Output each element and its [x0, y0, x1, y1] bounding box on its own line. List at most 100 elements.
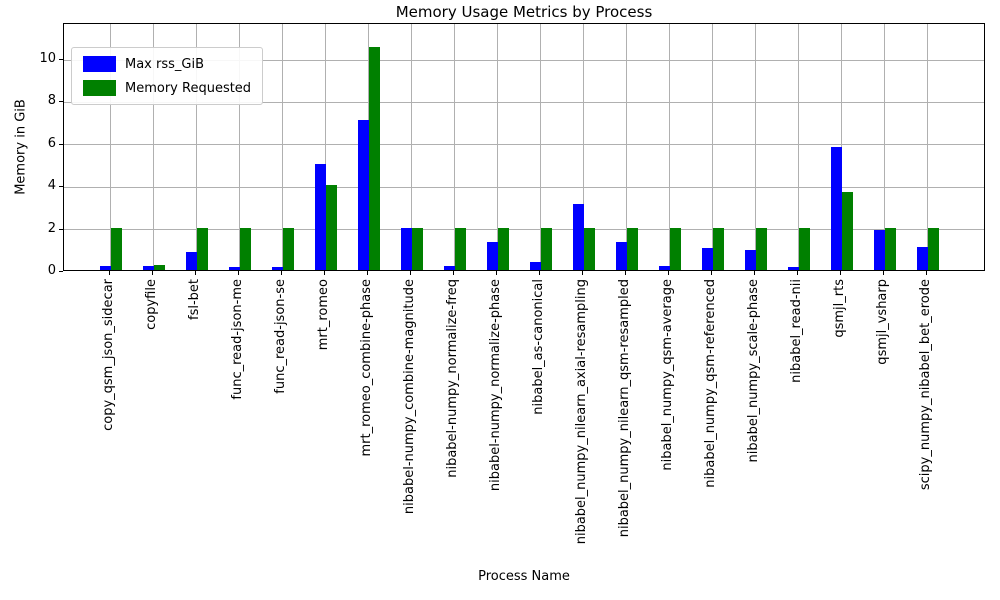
x-tick-mark: [195, 271, 196, 275]
bar-max-rss-gib: [658, 265, 670, 270]
x-tick-label-text: func_read-json-me: [230, 279, 246, 400]
bar-memory-requested: [712, 227, 724, 270]
x-tick-label: mrt_romeo_combine-phase: [359, 279, 377, 594]
x-gridline: [411, 24, 412, 270]
x-gridline: [497, 24, 498, 270]
x-tick-mark: [281, 271, 282, 275]
y-tick-label: 8: [47, 93, 56, 109]
x-tick-label-text: fsl-bet: [187, 279, 203, 320]
x-tick-label: nibabel-numpy_combine-magnitude: [402, 279, 420, 594]
bar-max-rss-gib: [142, 265, 154, 270]
y-tick-mark: [59, 271, 63, 272]
x-tick-mark: [367, 271, 368, 275]
bar-max-rss-gib: [185, 251, 197, 270]
x-tick-label: qsmjl_vsharp: [875, 279, 893, 594]
x-tick-label: fsl-bet: [187, 279, 205, 594]
bar-memory-requested: [153, 264, 165, 270]
x-tick-label: nibabel_read-nii: [789, 279, 807, 594]
bar-memory-requested: [884, 227, 896, 270]
legend-item: Memory Requested: [83, 80, 251, 96]
x-tick-mark: [496, 271, 497, 275]
bar-memory-requested: [325, 185, 337, 270]
y-tick-label: 2: [47, 220, 56, 236]
x-tick-label: nibabel-numpy_normalize-freq: [445, 279, 463, 594]
y-tick-mark: [59, 59, 63, 61]
x-tick-mark: [152, 271, 153, 275]
x-tick-label: nibabel-numpy_normalize-phase: [488, 279, 506, 594]
y-tick-mark: [59, 143, 63, 145]
y-tick-label: 4: [47, 178, 56, 194]
legend-swatch: [83, 56, 116, 72]
x-tick-mark: [797, 271, 798, 275]
x-tick-mark: [410, 271, 411, 275]
x-gridline: [884, 24, 885, 270]
chart-title: Memory Usage Metrics by Process: [395, 3, 653, 21]
bar-max-rss-gib: [443, 265, 455, 270]
y-gridline: [64, 101, 984, 103]
x-tick-label: func_read-json-me: [230, 279, 248, 594]
x-tick-label-text: scipy_numpy_nibabel_bet_erode: [918, 279, 934, 491]
x-tick-mark: [883, 271, 884, 275]
x-axis-label: Process Name: [478, 569, 570, 584]
y-tick-label: 0: [47, 263, 56, 278]
bar-memory-requested: [411, 227, 423, 270]
x-tick-label: scipy_numpy_nibabel_bet_erode: [918, 279, 936, 594]
y-tick-mark: [59, 186, 63, 188]
x-gridline: [841, 24, 842, 270]
x-tick-label-text: nibabel_numpy_qsm-average: [660, 279, 676, 471]
x-tick-label: mrt_romeo: [316, 279, 334, 594]
y-tick-mark: [59, 101, 63, 103]
bar-max-rss-gib: [701, 247, 713, 270]
bar-max-rss-gib: [615, 242, 627, 270]
x-gridline: [239, 24, 240, 270]
x-tick-label: nibabel_numpy_qsm-average: [660, 279, 678, 594]
x-tick-label-text: nibabel-numpy_normalize-freq: [445, 279, 461, 478]
y-tick-label: 6: [47, 135, 56, 151]
x-tick-label: nibabel_numpy_nilearn_axial-resampling: [574, 279, 592, 594]
plot-area: Max rss_GiB Memory Requested: [63, 23, 985, 271]
bar-max-rss-gib: [787, 266, 799, 270]
y-gridline: [64, 186, 984, 188]
x-tick-mark: [324, 271, 325, 275]
bar-memory-requested: [368, 47, 380, 270]
x-gridline: [282, 24, 283, 270]
x-tick-label: nibabel_numpy_qsm-referenced: [703, 279, 721, 594]
x-tick-label-text: qsmjl_rts: [832, 279, 848, 338]
legend-label: Memory Requested: [125, 80, 252, 96]
x-tick-label-text: nibabel_numpy_scale-phase: [746, 279, 762, 463]
x-tick-label-text: mrt_romeo_combine-phase: [359, 279, 375, 457]
bar-memory-requested: [798, 227, 810, 270]
x-gridline: [196, 24, 197, 270]
bar-memory-requested: [841, 191, 853, 270]
legend: Max rss_GiB Memory Requested: [71, 47, 264, 105]
bar-max-rss-gib: [916, 246, 928, 270]
x-tick-mark: [625, 271, 626, 275]
x-tick-label-text: copyfile: [144, 279, 160, 330]
bar-max-rss-gib: [99, 265, 111, 270]
x-tick-mark: [754, 271, 755, 275]
x-tick-label-text: nibabel-numpy_combine-magnitude: [402, 279, 418, 515]
x-tick-mark: [926, 271, 927, 275]
bar-memory-requested: [196, 227, 208, 270]
x-gridline: [712, 24, 713, 270]
x-tick-label-text: nibabel_as-canonical: [531, 279, 547, 415]
bar-max-rss-gib: [357, 119, 369, 270]
legend-item: Max rss_GiB: [83, 56, 251, 72]
x-gridline: [626, 24, 627, 270]
bar-max-rss-gib: [271, 266, 283, 270]
x-tick-mark: [109, 271, 110, 275]
bar-memory-requested: [755, 227, 767, 270]
legend-swatch: [83, 80, 116, 96]
bar-max-rss-gib: [228, 266, 240, 270]
bar-max-rss-gib: [400, 227, 412, 270]
x-tick-mark: [711, 271, 712, 275]
bar-memory-requested: [626, 227, 638, 270]
x-tick-label: copy_qsm_json_sidecar: [101, 279, 119, 594]
x-tick-label-text: qsmjl_vsharp: [875, 279, 891, 365]
x-tick-label-text: nibabel_read-nii: [789, 279, 805, 383]
bar-memory-requested: [927, 227, 939, 270]
bar-memory-requested: [540, 227, 552, 270]
bar-memory-requested: [282, 227, 294, 270]
bar-max-rss-gib: [486, 242, 498, 270]
